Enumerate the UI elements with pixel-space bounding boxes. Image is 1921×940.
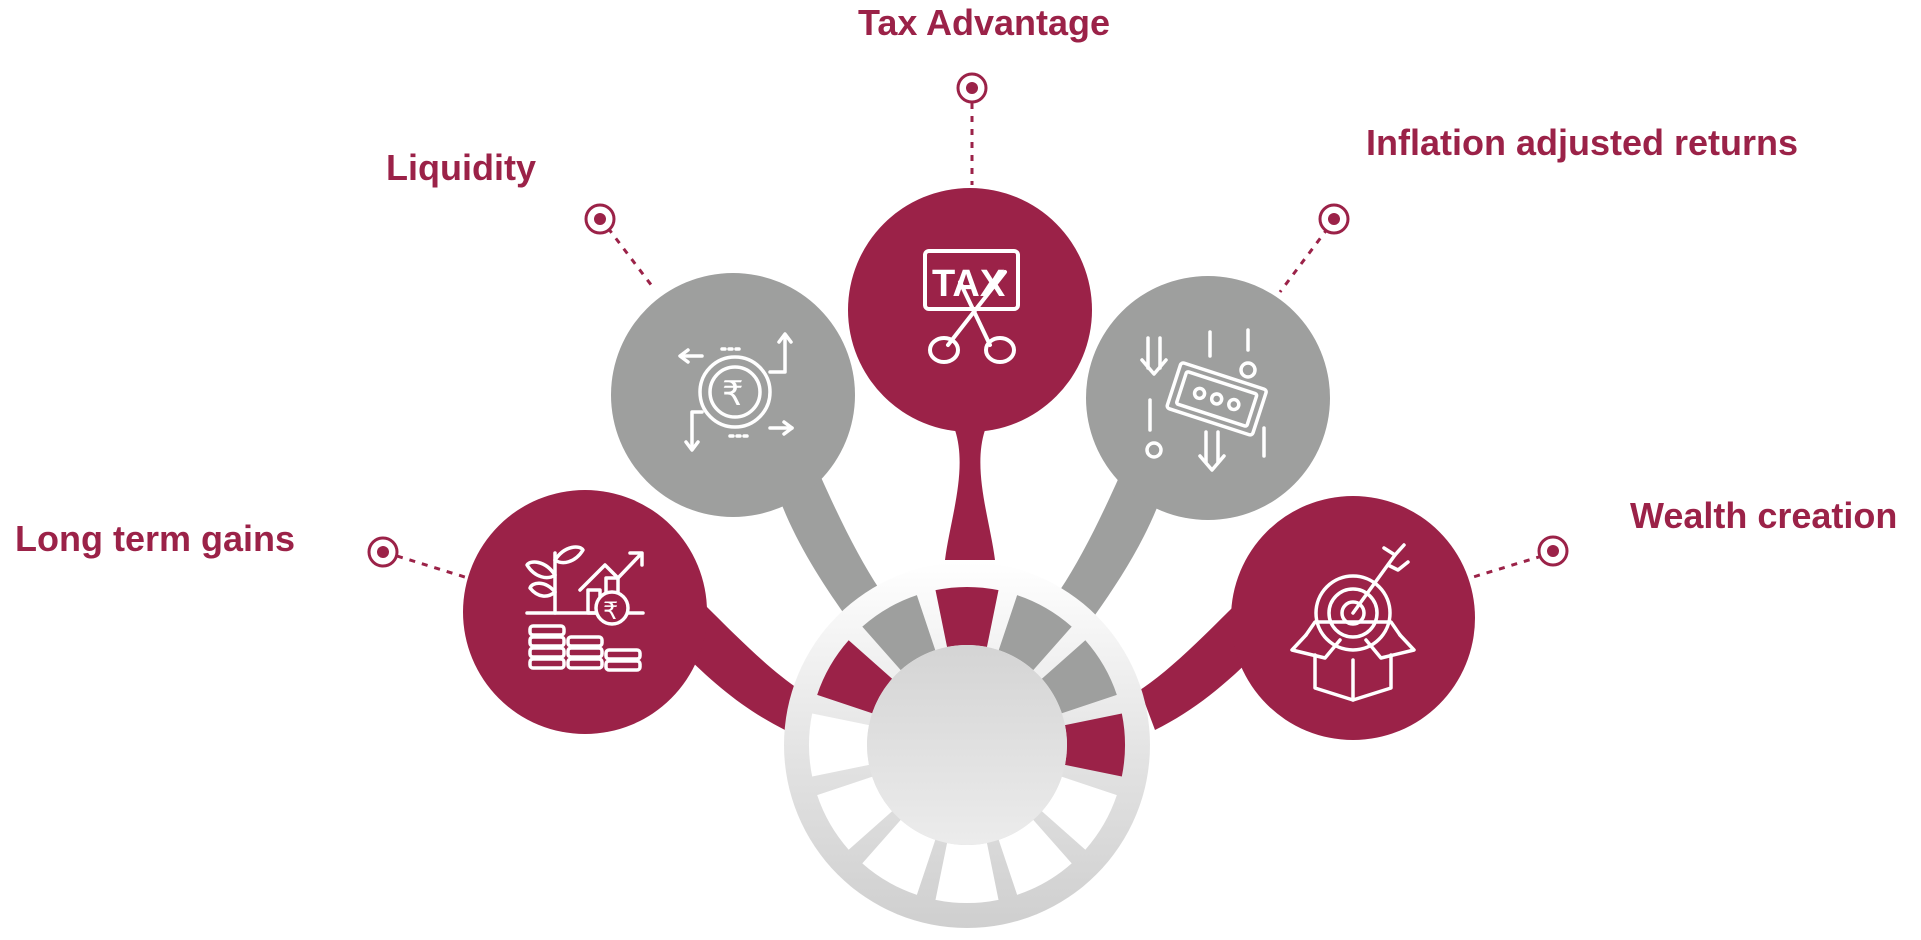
rupee-flow-icon: ₹ <box>678 332 794 452</box>
tax-scissors-icon: TAX <box>923 249 1020 364</box>
hub-segment <box>998 819 1072 895</box>
node-wealth <box>1231 496 1475 740</box>
pointer-line-inflation <box>1278 227 1330 293</box>
node-liquidity <box>611 273 855 517</box>
target-box-icon <box>1290 543 1416 702</box>
label-inflation-adjusted-returns: Inflation adjusted returns <box>1366 122 1798 163</box>
label-long-term-gains: Long term gains <box>15 518 295 559</box>
pin-wealth-icon <box>1537 535 1569 567</box>
pin-inflation-icon <box>1318 203 1350 235</box>
svg-text:₹: ₹ <box>603 597 618 625</box>
svg-text:₹: ₹ <box>722 374 744 414</box>
pointers <box>396 103 1543 580</box>
connector-wealth <box>1140 600 1260 730</box>
hub-core <box>867 645 1067 845</box>
pointer-line-long-term <box>396 554 469 580</box>
pins <box>367 72 1569 568</box>
label-tax-advantage: Tax Advantage <box>858 2 1110 43</box>
hub-segment <box>935 842 999 904</box>
hub-segment <box>817 640 893 714</box>
pointer-line-liquidity <box>606 227 657 291</box>
hub-segment <box>935 587 999 648</box>
connector-long-term <box>680 600 800 730</box>
hub-segments <box>809 587 1126 904</box>
hub-segment <box>1041 640 1117 714</box>
pin-long-term-icon <box>367 536 399 568</box>
label-wealth-creation: Wealth creation <box>1630 495 1897 536</box>
hub-segment <box>817 776 893 850</box>
hub-segment <box>1041 776 1117 850</box>
pin-liquidity-icon <box>584 203 616 235</box>
connectors <box>680 430 1260 730</box>
plant-growth-icon: ₹ <box>525 545 645 672</box>
hub-segment <box>862 595 936 671</box>
node-inflation <box>1086 276 1330 520</box>
hub-segment <box>1064 713 1126 777</box>
connector-inflation <box>1060 475 1160 615</box>
hub-segment <box>862 819 936 895</box>
pointer-line-wealth <box>1469 554 1543 580</box>
connector-liquidity <box>780 475 880 615</box>
money-falling-icon <box>1140 328 1268 472</box>
label-liquidity: Liquidity <box>386 147 536 188</box>
connector-tax <box>945 430 995 560</box>
hub-segment <box>998 595 1072 671</box>
hub-segment <box>809 713 870 777</box>
hub <box>784 562 1150 928</box>
pin-tax-icon <box>956 72 988 104</box>
